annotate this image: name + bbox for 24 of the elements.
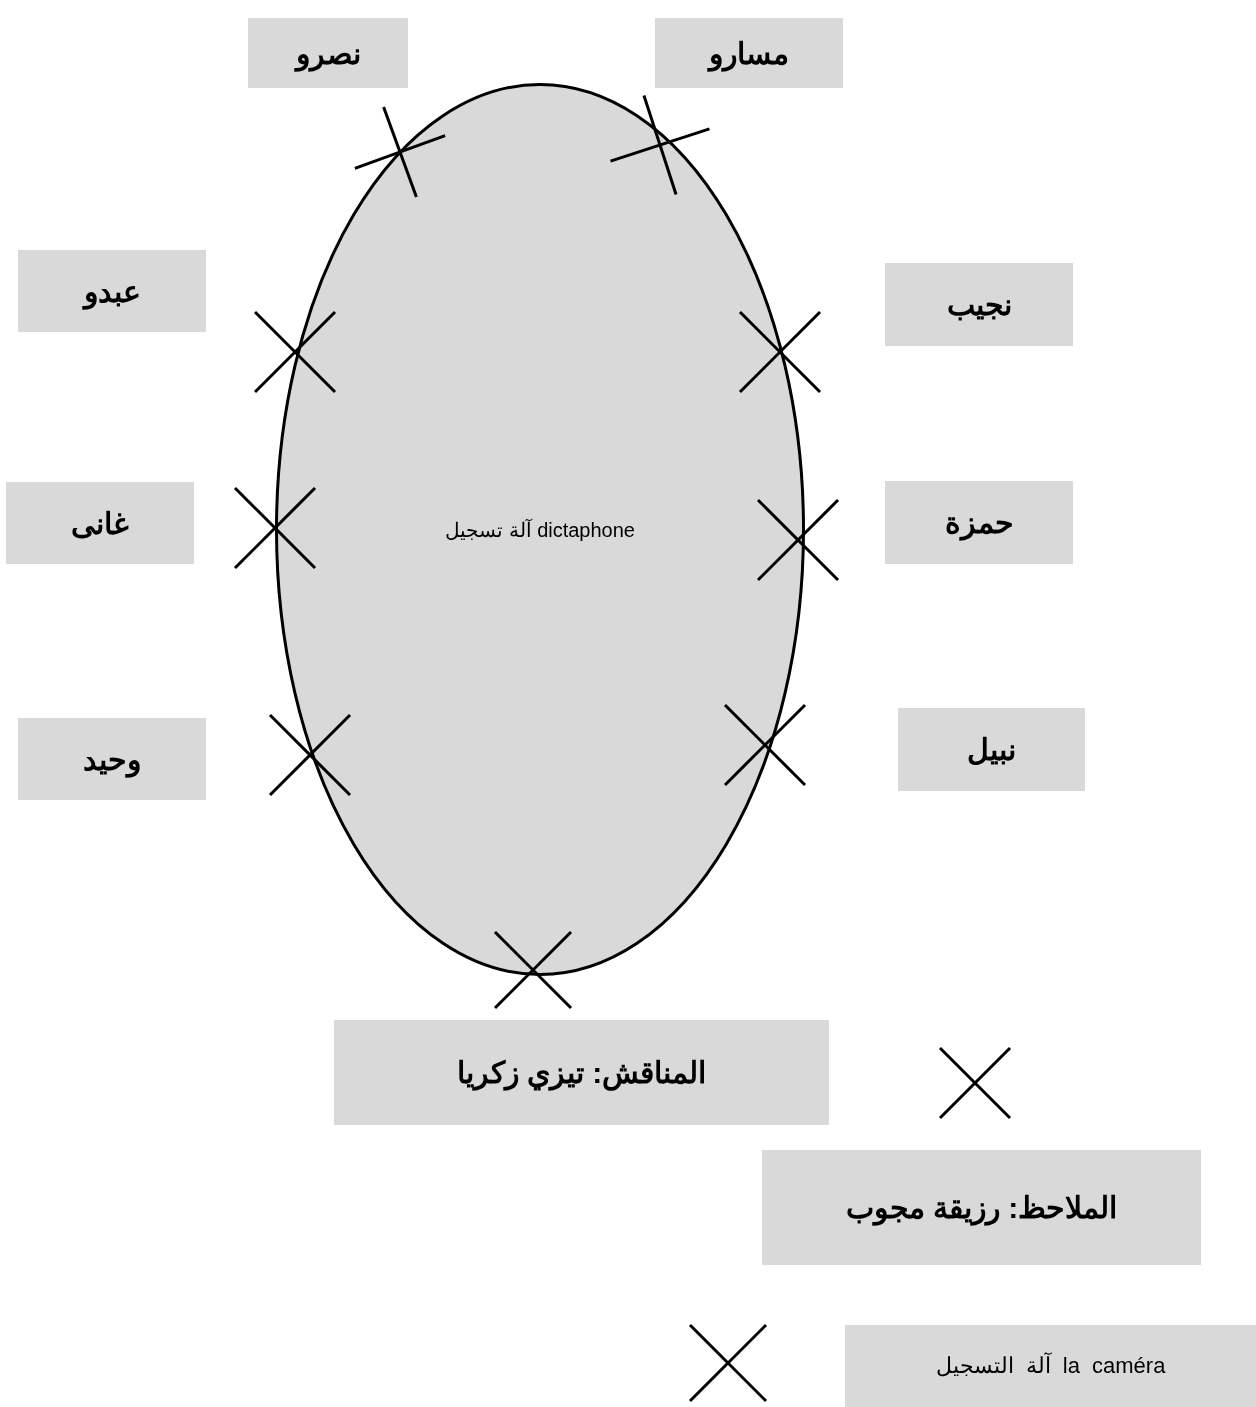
name-box bbox=[898, 708, 1085, 791]
name-label: المناقش: تيزي زكريا bbox=[456, 1055, 707, 1090]
name-label: عبدو bbox=[83, 273, 141, 309]
name-box bbox=[762, 1150, 1201, 1265]
name-label: حمزة bbox=[944, 505, 1014, 540]
name-label: مسارو bbox=[709, 35, 789, 71]
name-box bbox=[6, 482, 194, 564]
name-box bbox=[885, 263, 1073, 346]
name-label: نصرو bbox=[295, 35, 361, 71]
table-ellipse bbox=[275, 83, 805, 976]
name-box bbox=[334, 1020, 829, 1125]
name-label: غانى bbox=[71, 505, 129, 541]
name-label: الملاحظ: رزيقة مجوب bbox=[845, 1190, 1118, 1225]
name-box bbox=[248, 18, 408, 88]
name-box bbox=[18, 250, 206, 332]
name-label: وحيد bbox=[83, 741, 141, 777]
center-label: dictaphone آلة تسجيل bbox=[445, 517, 635, 542]
name-label: نبيل bbox=[967, 732, 1016, 767]
name-box bbox=[655, 18, 843, 88]
box-label: la caméra آلة التسجيل bbox=[935, 1353, 1166, 1379]
name-box bbox=[885, 481, 1073, 564]
name-box bbox=[18, 718, 206, 800]
name-label: نجيب bbox=[946, 287, 1012, 322]
name-box bbox=[845, 1325, 1256, 1407]
